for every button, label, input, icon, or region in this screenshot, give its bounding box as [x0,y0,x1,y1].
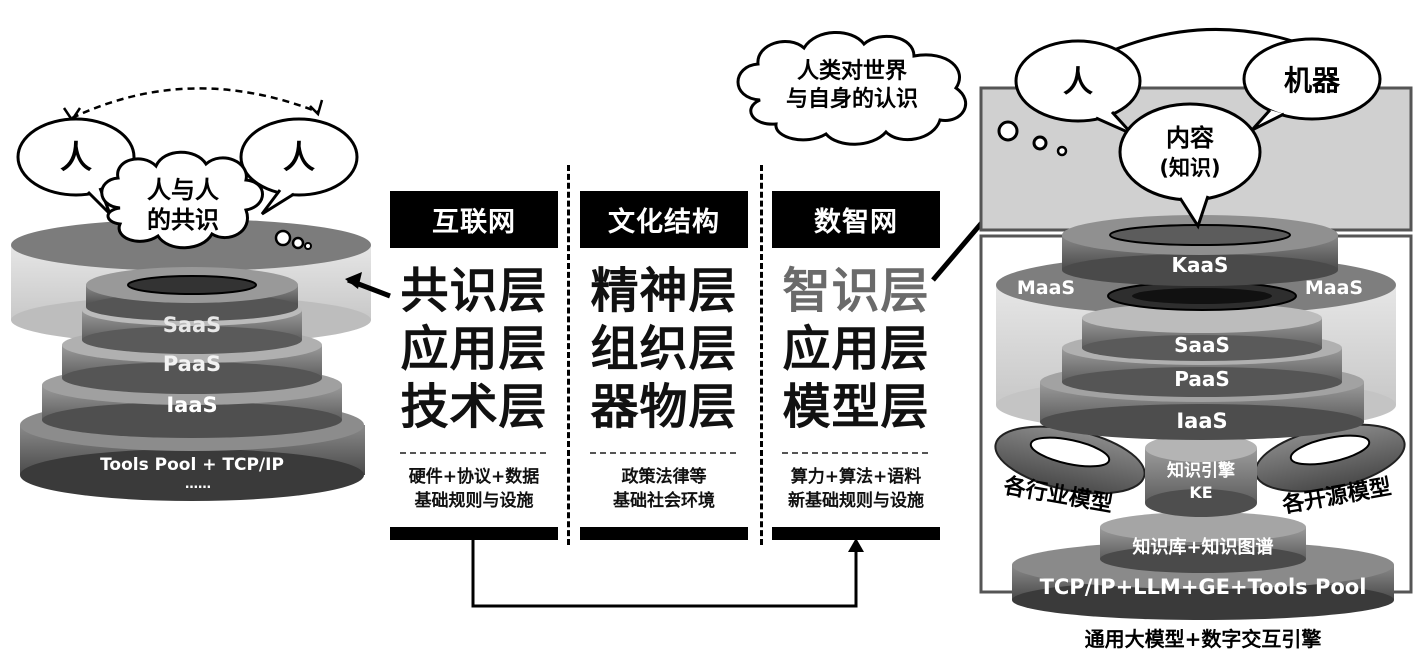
layer-consensus: 共识层 [400,263,548,319]
left-iaas-label: IaaS [166,393,217,417]
right-saas-label: SaaS [1174,333,1230,357]
right-content-label-2: (知识) [1159,156,1220,180]
column-layers-internet: 共识层 应用层 技术层 [389,262,559,436]
column-base-bar-digital [772,527,940,540]
left-base-ellipsis: …… [185,477,211,492]
footer-line: 硬件+协议+数据 [408,467,540,487]
layer-application: 应用层 [400,321,548,377]
layer-organization: 组织层 [590,321,738,377]
left-dashed-link [71,87,319,120]
column-header-culture: 文化结构 [580,191,748,248]
right-thought-cloud [736,31,968,146]
bottom-connector [471,540,858,608]
layer-wisdom: 智识层 [782,263,930,319]
column-base-bar-internet [390,527,558,540]
layer-model: 模型层 [782,379,930,435]
left-person-b-label: 人 [283,138,315,176]
right-industry-ring [994,425,1146,495]
right-maas-left-label: MaaS [1017,277,1075,299]
right-caption: 通用大模型+数字交互引擎 [1085,627,1322,651]
layer-spirit: 精神层 [590,263,738,319]
right-stack [736,27,1413,620]
left-stack [11,87,371,501]
right-kaas-label: KaaS [1172,253,1229,277]
footer-line: 基础规则与设施 [414,491,534,511]
right-maas-right-label: MaaS [1305,277,1363,299]
left-top-ring [86,267,298,321]
right-person-label: 人 [1063,65,1093,100]
right-engine-label-1: 知识引擎 [1166,460,1236,481]
right-iaas-label: IaaS [1176,409,1227,433]
column-footer-digital: 算力+算法+语料 新基础规则与设施 [771,465,941,513]
footer-line: 政策法律等 [621,467,707,487]
footer-line: 新基础规则与设施 [788,491,924,511]
column-divider-2 [760,165,763,545]
column-dash-1 [400,452,546,454]
left-base-label: Tools Pool + TCP/IP [100,455,284,475]
right-machine-label: 机器 [1284,64,1341,97]
left-consensus-cloud [100,150,264,250]
right-kaas-disc [1062,215,1338,286]
column-base-bar-culture [580,527,748,540]
layer-application-2: 应用层 [782,321,930,377]
column-header-digital: 数智网 [772,191,940,248]
column-footer-culture: 政策法律等 基础社会环境 [579,465,749,513]
column-layers-culture: 精神层 组织层 器物层 [579,262,749,436]
right-person-bubble [1014,39,1142,123]
layer-technology: 技术层 [400,379,548,435]
left-consensus-label-2: 的共识 [147,206,219,234]
right-content-bubble [1118,102,1262,202]
right-kb-label: 知识库+知识图谱 [1132,536,1273,558]
right-base-label: TCP/IP+LLM+GE+Tools Pool [1040,575,1367,599]
right-paas-label: PaaS [1174,367,1230,391]
right-thought-label-1: 人类对世界 [797,59,907,84]
column-divider-1 [567,165,570,545]
left-paas-label: PaaS [163,352,221,376]
right-machine-bubble [1242,37,1382,121]
right-engine-label-2: KE [1189,483,1212,502]
right-thought-label-2: 与自身的认识 [786,86,918,112]
right-content-label-1: 内容 [1166,124,1214,152]
right-kb-disc [1100,512,1306,573]
left-consensus-label-1: 人与人 [147,176,219,204]
column-layers-digital: 智识层 应用层 模型层 [771,262,941,436]
left-saas-label: SaaS [163,313,222,337]
column-dash-3 [782,452,928,454]
layer-artifact: 器物层 [590,379,738,435]
left-person-b-bubble [239,117,359,197]
right-engine-cylinder [1145,434,1257,517]
column-dash-2 [590,452,736,454]
right-saas-disc [1082,303,1322,361]
left-person-a-bubble [16,117,136,197]
left-person-a-label: 人 [60,138,92,176]
footer-line: 基础社会环境 [613,491,715,511]
footer-line: 算力+算法+语料 [790,467,922,487]
column-header-internet: 互联网 [390,191,558,248]
column-footer-internet: 硬件+协议+数据 基础规则与设施 [389,465,559,513]
